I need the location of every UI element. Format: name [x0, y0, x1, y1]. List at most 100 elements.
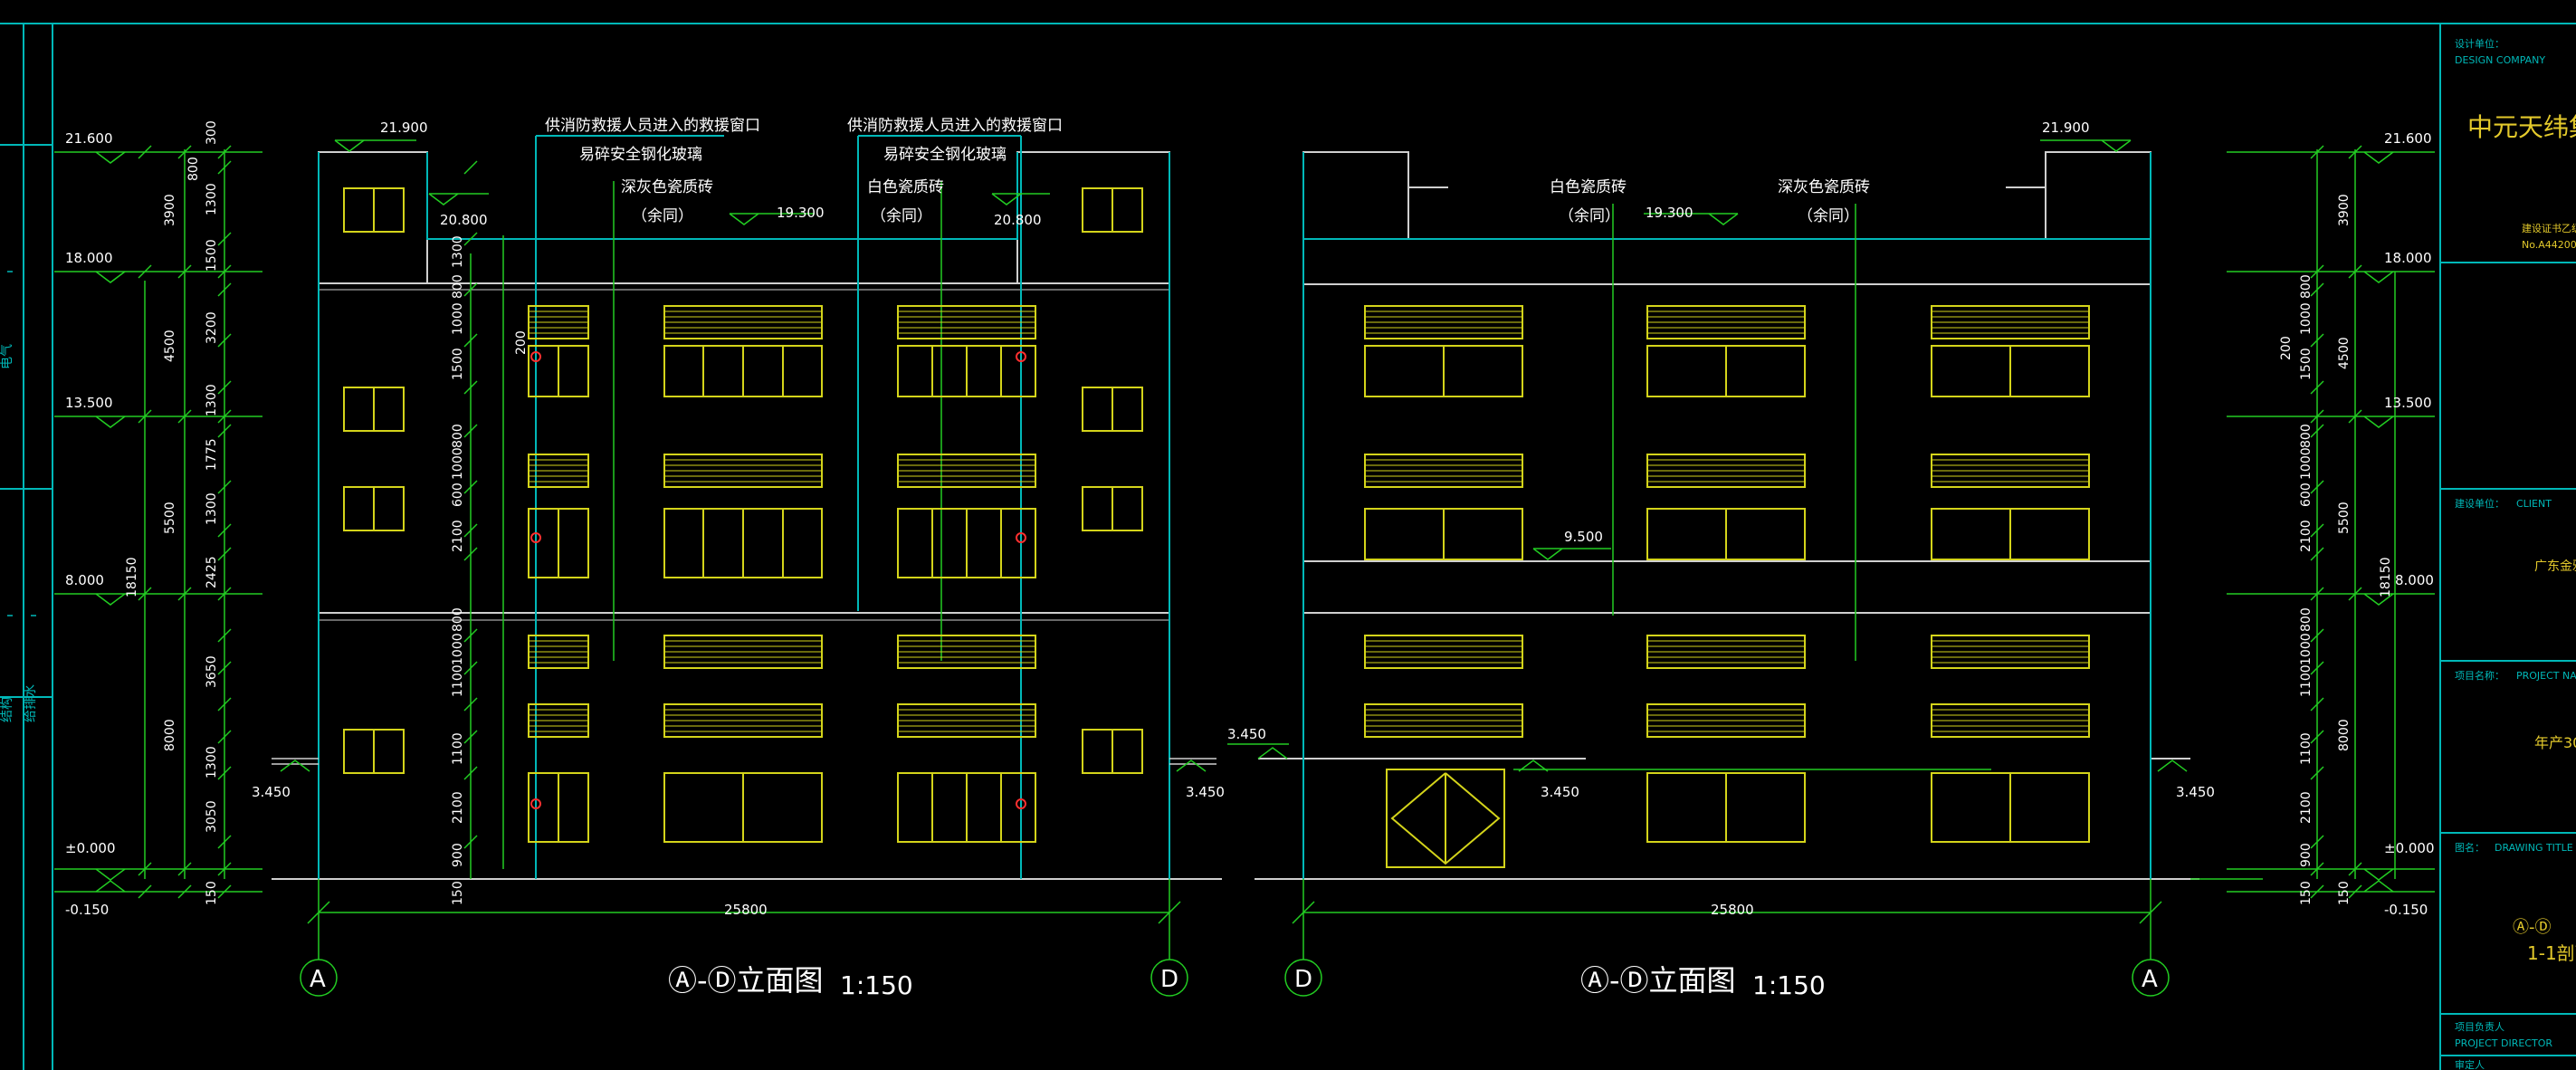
drawing-title-line2: 1-1剖面 — [2527, 942, 2576, 964]
dim-right-13: 150 — [2299, 881, 2314, 905]
note-glass-b: 易碎安全钢化玻璃 — [883, 146, 1007, 164]
director-label: 项目负责人 — [2455, 1020, 2504, 1033]
dim-left-8: 3200 — [205, 311, 219, 344]
client-en: CLIENT — [2516, 498, 2552, 510]
drawing-title-line1: Ⓐ-Ⓓ — [2513, 918, 2552, 937]
note-dark-tile-same-right: （余同） — [1798, 207, 1859, 225]
drawing-frame — [0, 23, 2576, 1070]
level-19300-right: 19.300 — [1646, 205, 1693, 221]
dim-left-27: 1000 — [451, 633, 465, 665]
elevation-scale-left: 1:150 — [840, 970, 913, 1000]
title-block: 设计单位： DESIGN COMPANY 建设单位： CLIENT 项目名称： … — [2440, 37, 2576, 1070]
dim-right-9: 1100 — [2299, 664, 2314, 697]
dim-left-18: 1300 — [451, 235, 465, 268]
dim-right-11: 2100 — [2299, 791, 2314, 824]
rescue-window-markers — [530, 351, 1026, 809]
dim-left-5: 300 — [205, 120, 219, 145]
design-unit-label: 设计单位： — [2455, 37, 2504, 50]
level-21900-left: 21.900 — [380, 119, 428, 136]
level-21900-right: 21.900 — [2042, 119, 2090, 136]
level-0000-left: ±0.000 — [65, 840, 116, 856]
elevation-title-right: Ⓐ-Ⓓ立面图 — [1580, 963, 1736, 998]
axis-bubble-left-d — [1150, 959, 1188, 997]
dim-right-14: 3900 — [2337, 194, 2352, 226]
axis-bubble-left-a — [300, 959, 338, 997]
dim-left-23: 1000 — [451, 447, 465, 480]
dim-left-31: 900 — [451, 843, 465, 867]
strip-label-electrical: 电气 — [0, 344, 14, 369]
dim-right-17: 150 — [2337, 881, 2352, 905]
dim-left-25: 2100 — [451, 520, 465, 552]
axis-bubble-right-a — [2132, 959, 2170, 997]
axis-label-right-d: D — [1294, 966, 1312, 993]
client-label: 建设单位： — [2455, 497, 2504, 510]
level-3450-left-b: 3.450 — [1186, 784, 1225, 800]
level-13500-left: 13.500 — [65, 395, 113, 411]
level-9500-right: 9.500 — [1564, 529, 1603, 545]
dim-left-14: 1300 — [205, 746, 219, 779]
dim-right-12: 900 — [2299, 843, 2314, 867]
level-8000-right: 8.000 — [2395, 572, 2434, 588]
design-unit-en: DESIGN COMPANY — [2455, 54, 2545, 66]
approver-label: 审定人 — [2455, 1058, 2485, 1070]
level-3450-right-a: 3.450 — [1227, 726, 1266, 742]
project-label: 项目名称： — [2455, 669, 2504, 682]
dim-left-outer-2: 5500 — [163, 502, 177, 534]
note-rescue-window-b: 供消防救援人员进入的救援窗口 — [847, 117, 1063, 135]
level-neg0150-right: -0.150 — [2384, 902, 2428, 918]
note-white-tile-left: 白色瓷质砖 — [867, 178, 944, 196]
note-dark-tile-same-left: （余同） — [632, 207, 693, 225]
level-20800-left-a: 20.800 — [440, 212, 488, 228]
level-3450-right-c: 3.450 — [2176, 784, 2215, 800]
dim-right-outer-1: 4500 — [2337, 337, 2352, 369]
level-21600-right: 21.600 — [2384, 130, 2432, 147]
project-value: 年产300 — [2534, 734, 2576, 751]
dim-left-small-0: 800 — [186, 157, 201, 181]
dim-right-3: 800 — [2299, 424, 2314, 448]
level-0000-right: ±0.000 — [2384, 840, 2435, 856]
dim-right-total: 18150 — [2379, 557, 2393, 597]
dim-left-9: 1300 — [205, 384, 219, 416]
elevation-scale-right: 1:150 — [1752, 970, 1826, 1000]
dim-right-0: 800 — [2299, 274, 2314, 299]
dim-right-1: 1000 — [2299, 302, 2314, 335]
dim-left-outer-3: 8000 — [163, 719, 177, 751]
level-21600-left: 21.600 — [65, 130, 113, 147]
note-glass-a: 易碎安全钢化玻璃 — [579, 146, 702, 164]
dim-right-7: 800 — [2299, 607, 2314, 632]
axis-label-left-d: D — [1160, 966, 1178, 993]
level-13500-right: 13.500 — [2384, 395, 2432, 411]
note-white-tile-same-left: （余同） — [871, 207, 932, 225]
dim-left-28: 1100 — [451, 664, 465, 697]
dim-left-29: 1100 — [451, 732, 465, 765]
level-20800-left-b: 20.800 — [994, 212, 1042, 228]
note-dark-tile-right: 深灰色瓷质砖 — [1778, 178, 1870, 196]
level-18000-right: 18.000 — [2384, 250, 2432, 266]
axis-label-left-a: A — [310, 966, 326, 993]
left-side-windows — [343, 187, 1143, 774]
company-name: 中元天纬集团 — [2467, 112, 2576, 142]
dim-left-32: 150 — [451, 881, 465, 905]
dim-left-outer-1: 4500 — [163, 330, 177, 362]
dim-left-13: 3650 — [205, 655, 219, 688]
dim-left-15: 3050 — [205, 800, 219, 833]
dim-left-6: 1300 — [205, 183, 219, 215]
dim-left-26: 800 — [451, 607, 465, 632]
level-19300-left: 19.300 — [777, 205, 825, 221]
note-white-tile-same-right: （余同） — [1559, 207, 1620, 225]
dim-left-19: 800 — [451, 274, 465, 299]
level-3450-right-b: 3.450 — [1541, 784, 1579, 800]
axis-label-right-a: A — [2142, 966, 2158, 993]
dim-left-11: 1300 — [205, 492, 219, 525]
strip-label-plumbing: 给排水 — [24, 684, 38, 722]
dim-left-10: 1775 — [205, 438, 219, 471]
axis-bubble-right-d — [1284, 959, 1322, 997]
dim-left-outer-0: 3900 — [163, 194, 177, 226]
right-elevation: 21.600 18.000 13.500 8.000 ±0.000 -0.150… — [1227, 119, 2435, 1000]
dim-left-24: 600 — [451, 482, 465, 507]
dim-left-21: 1500 — [451, 348, 465, 380]
level-18000-left: 18.000 — [65, 250, 113, 266]
note-white-tile-right: 白色瓷质砖 — [1550, 178, 1627, 196]
client-value: 广东金雅 — [2534, 559, 2576, 574]
